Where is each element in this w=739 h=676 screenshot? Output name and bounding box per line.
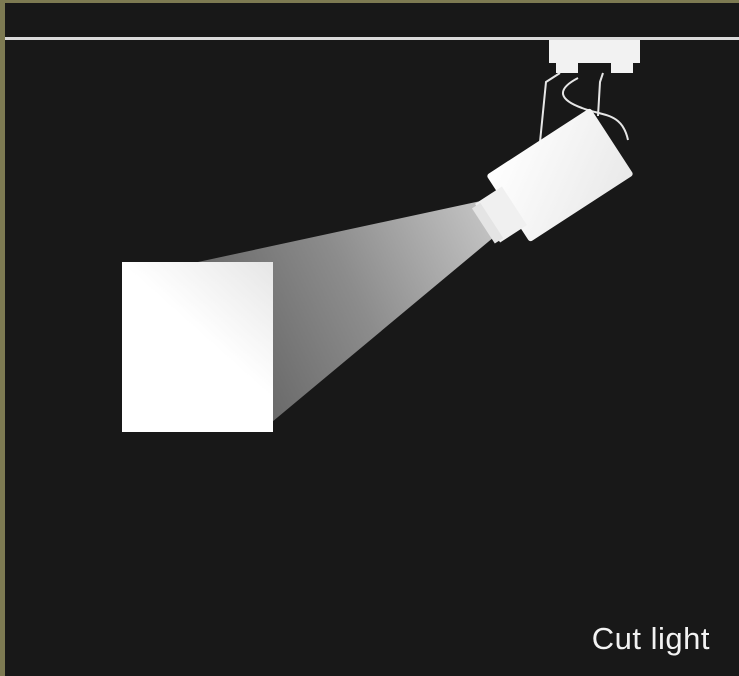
track-light-diagram: [5, 3, 739, 676]
illuminated-panel-icon: [122, 262, 273, 432]
caption-label: Cut light: [592, 621, 710, 657]
track-adapter-icon: [549, 40, 640, 73]
track-rail-icon: [5, 37, 739, 40]
